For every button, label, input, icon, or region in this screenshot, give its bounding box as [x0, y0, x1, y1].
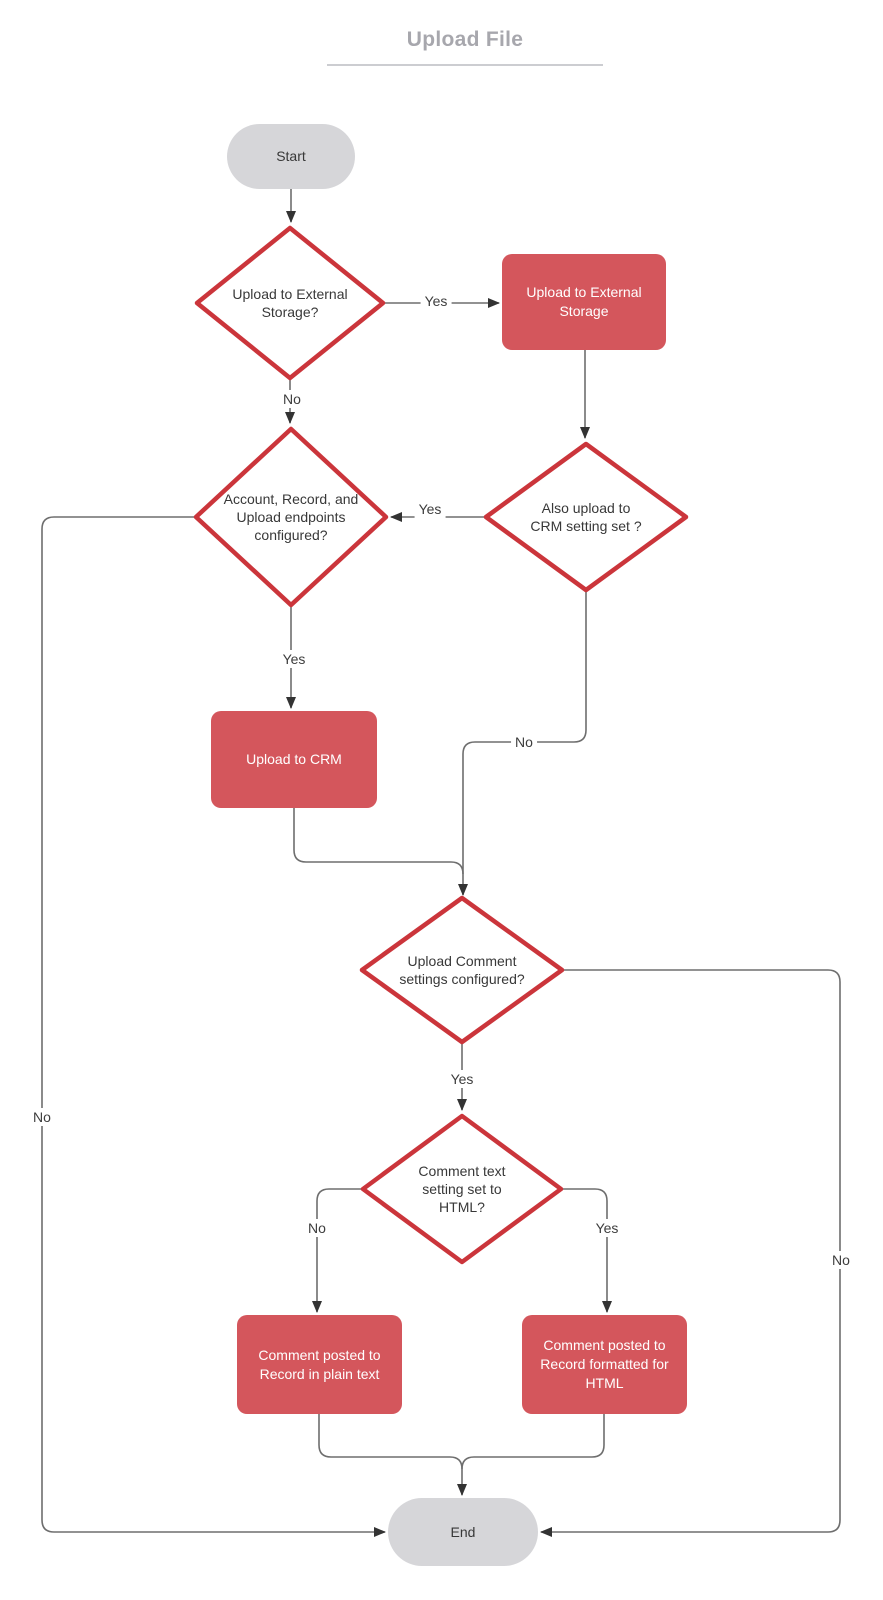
- connector-htmlbox-to-end: [461, 1414, 605, 1470]
- edge-label-alsocrm-no: No: [511, 733, 537, 751]
- node-decision-also-upload-crm: Also upload to CRM setting set ?: [482, 440, 690, 594]
- page-title: Upload File: [327, 28, 603, 66]
- node-decision-comment-settings-label: Upload Comment settings configured?: [399, 952, 525, 987]
- node-decision-upload-external-label: Upload to External Storage?: [232, 285, 348, 320]
- node-process-comment-html: Comment posted to Record formatted for H…: [522, 1315, 687, 1414]
- node-process-upload-external-storage-label: Upload to External Storage: [526, 284, 642, 319]
- diamond-shape: [360, 1113, 564, 1265]
- edge-label-alsocrm-yes: Yes: [414, 500, 446, 518]
- connector-comment-no-long: [540, 969, 841, 1537]
- node-decision-endpoints-configured: Account, Record, and Upload endpoints co…: [192, 425, 390, 609]
- diamond-shape: [483, 441, 689, 593]
- edge-label-html-yes: Yes: [591, 1219, 623, 1237]
- node-process-comment-plain-text: Comment posted to Record in plain text: [237, 1315, 402, 1414]
- edge-label-endpoints-yes: Yes: [278, 650, 310, 668]
- edge-label-html-no: No: [304, 1219, 330, 1237]
- node-end: End: [388, 1498, 538, 1566]
- node-process-upload-to-crm: Upload to CRM: [211, 711, 377, 808]
- edge-label-external-no: No: [279, 390, 305, 408]
- node-process-comment-plain-text-label: Comment posted to Record in plain text: [258, 1346, 381, 1382]
- connector-crmbox-to-comment: [293, 808, 464, 875]
- connector-endpoints-no-long: [41, 516, 386, 1537]
- node-process-upload-external-storage: Upload to External Storage: [502, 254, 666, 350]
- edge-label-external-yes: Yes: [420, 292, 452, 310]
- node-start-label: Start: [276, 148, 306, 165]
- diamond-shape: [193, 426, 389, 608]
- node-process-upload-to-crm-label: Upload to CRM: [246, 751, 342, 768]
- node-decision-comment-html-label: Comment text setting set to HTML?: [418, 1162, 506, 1216]
- connector-plainbox-to-end: [318, 1414, 467, 1496]
- edge-label-comment-no: No: [828, 1251, 854, 1269]
- diamond-shape: [194, 225, 386, 381]
- node-start: Start: [227, 124, 355, 189]
- edge-label-endpoints-no: No: [29, 1108, 55, 1126]
- connector-html-yes: [561, 1188, 612, 1313]
- node-decision-comment-html: Comment text setting set to HTML?: [359, 1112, 565, 1266]
- node-decision-upload-external: Upload to External Storage?: [193, 224, 387, 382]
- connector-html-no: [312, 1188, 363, 1313]
- node-process-comment-html-label: Comment posted to Record formatted for H…: [540, 1337, 669, 1391]
- node-end-label: End: [450, 1523, 476, 1540]
- edge-label-comment-yes: Yes: [446, 1070, 478, 1088]
- node-decision-comment-settings: Upload Comment settings configured?: [358, 894, 566, 1046]
- diamond-shape: [359, 895, 565, 1045]
- node-decision-also-upload-crm-label: Also upload to CRM setting set ?: [530, 499, 642, 534]
- node-decision-endpoints-configured-label: Account, Record, and Upload endpoints co…: [223, 490, 359, 544]
